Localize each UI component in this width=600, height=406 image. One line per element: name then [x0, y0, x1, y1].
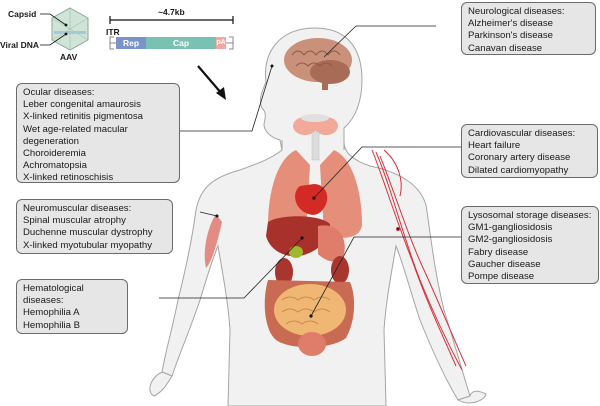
genome-cassette: Rep Cap pA: [116, 37, 226, 49]
blood-vessels: [371, 149, 467, 371]
itr-left-icon: [109, 36, 116, 50]
ocular-item: X-linked retinitis pigmentosa: [23, 111, 143, 123]
ocular-item: Achromatopsia: [23, 160, 87, 172]
neurological-item: Alzheimer's disease: [468, 18, 554, 30]
lysosomal-item: Gaucher disease: [468, 258, 541, 270]
itr-right-icon: [226, 36, 234, 50]
rep-segment: Rep: [116, 37, 146, 49]
thyroid-organ: [293, 114, 338, 161]
aav-label: AAV: [60, 52, 78, 62]
lysosomal-item: GM1-gangliosidosis: [468, 222, 553, 234]
neuromuscular-diseases-box: Neuromuscular diseases: Spinal muscular …: [16, 199, 173, 254]
hematological-item: Hemophilia B: [23, 319, 81, 331]
hematological-title: Hematological: [23, 283, 84, 294]
ocular-title: Ocular diseases:: [23, 87, 95, 98]
hematological-item: Hemophilia A: [23, 307, 80, 319]
neurological-item: Parkinson's disease: [468, 30, 554, 42]
itr-label: ITR: [106, 27, 120, 37]
genome-size-label: ~4.7kb: [158, 7, 185, 17]
hematological-item: diseases:: [23, 295, 64, 307]
stomach-organ: [318, 225, 345, 262]
arrow-icon: [197, 65, 223, 95]
viral-dna-label: Viral DNA: [0, 40, 40, 50]
cardiovascular-diseases-box: Cardiovascular diseases: Heart failure C…: [461, 124, 598, 178]
neurological-diseases-box: Neurological diseases: Alzheimer's disea…: [461, 2, 596, 55]
lysosomal-item: Fabry disease: [468, 246, 529, 258]
ocular-item: degeneration: [23, 135, 80, 147]
lysosomal-item: GM2-gangliosidosis: [468, 234, 553, 246]
cardiovascular-item: Coronary artery disease: [468, 152, 571, 164]
neurological-title: Neurological diseases:: [468, 6, 565, 17]
ocular-item: Leber congenital amaurosis: [23, 99, 141, 111]
lysosomal-storage-diseases-box: Lysosomal storage diseases: GM1-ganglios…: [461, 206, 599, 284]
cardiovascular-item: Dilated cardiomyopathy: [468, 164, 569, 176]
connector-lines: [159, 25, 461, 317]
pa-segment: pA: [216, 37, 226, 49]
hematological-diseases-box: Hematological diseases: Hemophilia A Hem…: [16, 279, 128, 334]
body-silhouette: [149, 27, 487, 406]
lungs-organ: [268, 150, 362, 238]
brain-organ: [284, 38, 352, 90]
ocular-item: X-linked retinoschisis: [23, 172, 114, 184]
cardiovascular-item: Heart failure: [468, 140, 521, 152]
neuromuscular-item: X-linked myotubular myopathy: [23, 239, 153, 251]
ocular-item: Wet age-related macular: [23, 123, 128, 135]
neuromuscular-title: Neuromuscular diseases:: [23, 203, 132, 214]
ocular-diseases-box: Ocular diseases: Leber congenital amauro…: [16, 83, 180, 183]
neuromuscular-item: Duchenne muscular dystrophy: [23, 227, 153, 239]
neurological-item: Canavan disease: [468, 42, 543, 54]
cap-segment: Cap: [146, 37, 216, 49]
capsid-label: Capsid: [8, 9, 37, 19]
ocular-item: Choroideremia: [23, 148, 86, 160]
lysosomal-item: Pompe disease: [468, 271, 535, 283]
kidneys-organ: [275, 256, 349, 286]
liver-organ: [266, 216, 330, 258]
aav-capsid-icon: [40, 7, 89, 51]
cardiovascular-title: Cardiovascular diseases:: [468, 128, 576, 139]
lysosomal-title: Lysosomal storage diseases:: [468, 210, 592, 221]
intestines-organ: [264, 280, 355, 356]
genome-scale-bar: [109, 16, 234, 24]
neuromuscular-item: Spinal muscular atrophy: [23, 215, 126, 227]
